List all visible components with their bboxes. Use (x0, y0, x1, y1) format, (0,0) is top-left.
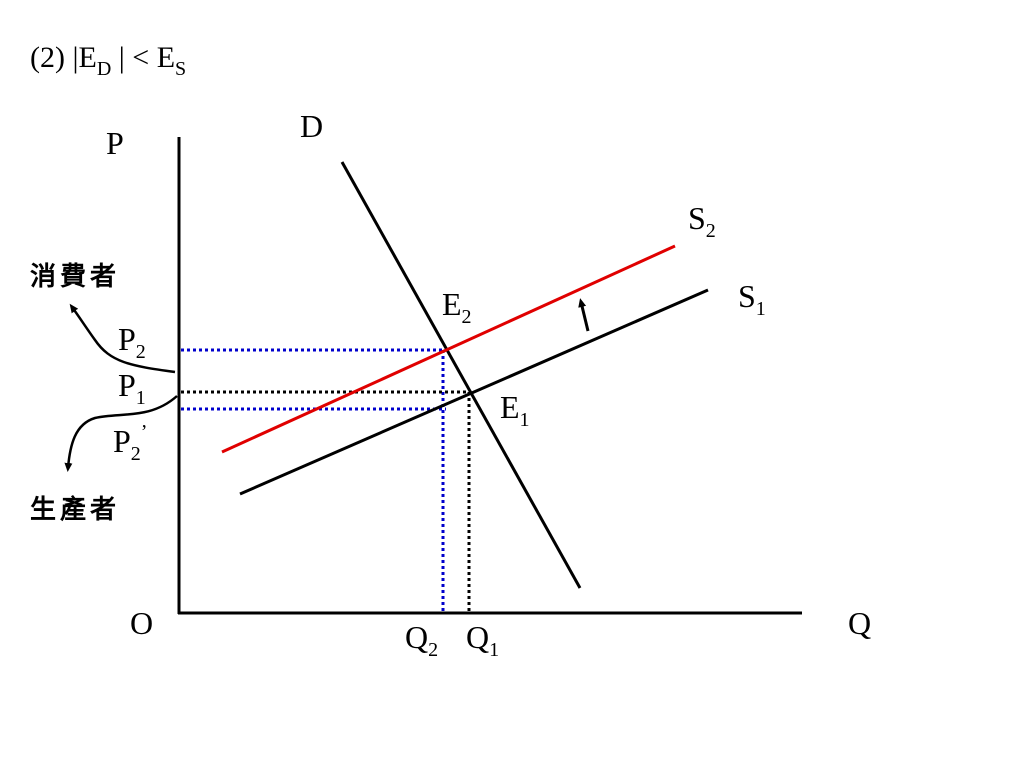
price-p2-prime-label: P2’ (113, 421, 147, 465)
producer-annotation: 生產者 (30, 494, 120, 525)
supply-shift-arrow (578, 298, 590, 332)
price-p2-label: P2 (118, 321, 146, 363)
origin-label: O (130, 605, 153, 641)
consumer-burden-arrow (69, 303, 176, 374)
supply-2-label: S2 (688, 200, 716, 242)
supply-1-label: S1 (738, 278, 766, 320)
supply-curve-1 (239, 288, 709, 496)
price-p1-label: P1 (118, 367, 146, 409)
x-axis-label: Q (848, 605, 871, 641)
equilibrium-e1-label: E1 (500, 389, 530, 431)
demand-curve (340, 161, 582, 589)
quantity-q2-label: Q2 (405, 619, 438, 661)
demand-label: D (300, 108, 323, 144)
producer-burden-arrow (64, 395, 178, 472)
diagram-title: (2) |ED | < ES (30, 41, 186, 80)
equilibrium-e2-label: E2 (442, 286, 472, 328)
quantity-q1-label: Q1 (466, 619, 499, 661)
y-axis-label: P (106, 125, 124, 161)
consumer-annotation: 消費者 (30, 262, 120, 292)
supply-curve-2 (221, 244, 676, 454)
